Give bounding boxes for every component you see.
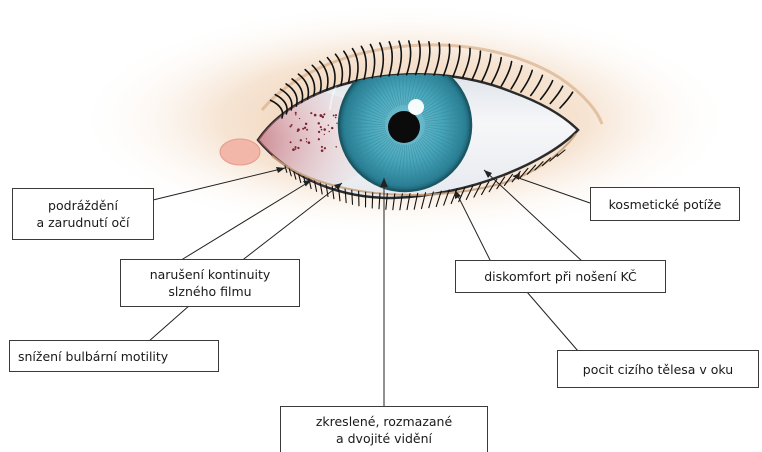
speckle (310, 112, 312, 114)
speckle (306, 138, 307, 139)
speckle (333, 115, 335, 117)
speckle (289, 125, 291, 127)
pupil (388, 111, 420, 143)
speckle (290, 141, 292, 143)
speckle (331, 127, 333, 129)
speckle (335, 146, 337, 148)
speckle (321, 129, 323, 131)
label-blurred-line1: zkreslené, rozmazané (316, 413, 452, 430)
callout-line-motility (148, 305, 190, 342)
speckle (299, 118, 300, 119)
label-irritation: podráždění a zarudnutí očí (12, 188, 154, 240)
label-motility: snížení bulbární motility (9, 340, 219, 372)
speckle (318, 122, 320, 124)
speckle (328, 131, 329, 132)
speckle (323, 128, 326, 131)
speckle (328, 124, 329, 125)
speckle (335, 117, 337, 119)
speckle (336, 122, 337, 123)
speckle (295, 114, 296, 115)
speckle (322, 116, 324, 118)
speckle (297, 130, 299, 132)
eyelash (352, 190, 353, 204)
speckle (318, 138, 320, 140)
speckle (300, 139, 302, 141)
speckle (297, 147, 299, 149)
label-foreign-body: pocit cizího tělesa v oku (557, 350, 759, 388)
speckle (324, 134, 325, 135)
label-blurred: zkreslené, rozmazané a dvojité vidění (280, 406, 488, 452)
label-blurred-line2: a dvojité vidění (336, 430, 432, 447)
speckle (292, 148, 295, 151)
speckle (324, 147, 326, 149)
speckle (305, 123, 307, 125)
speckle (306, 141, 307, 142)
speckle (295, 148, 297, 150)
speckle (294, 146, 296, 148)
label-motility-text: snížení bulbární motility (18, 348, 168, 365)
speckle (320, 126, 322, 128)
label-irritation-line2: a zarudnutí očí (36, 214, 129, 231)
highlight (408, 99, 424, 115)
speckle (321, 149, 324, 152)
speckle (335, 114, 337, 116)
speckle (318, 131, 320, 133)
speckle (306, 129, 308, 131)
label-tear-film: narušení kontinuity slzného filmu (120, 259, 300, 307)
label-irritation-line1: podráždění (48, 197, 118, 214)
eyelash (372, 193, 373, 208)
speckle (314, 114, 317, 117)
label-discomfort-text: diskomfort při nošení KČ (484, 268, 637, 285)
caruncle (220, 139, 260, 165)
speckle (308, 141, 311, 144)
speckle (321, 146, 323, 148)
speckle (304, 127, 306, 129)
label-tear-film-line2: slzného filmu (168, 283, 251, 300)
label-cosmetic: kosmetické potíže (590, 187, 740, 221)
label-discomfort: diskomfort při nošení KČ (455, 260, 666, 293)
label-foreign-body-text: pocit cizího tělesa v oku (583, 361, 733, 378)
speckle (323, 114, 325, 116)
label-cosmetic-text: kosmetické potíže (609, 196, 722, 213)
speckle (295, 112, 297, 114)
callout-line-foreign-body (527, 292, 578, 351)
label-tear-film-line1: narušení kontinuity (150, 266, 271, 283)
